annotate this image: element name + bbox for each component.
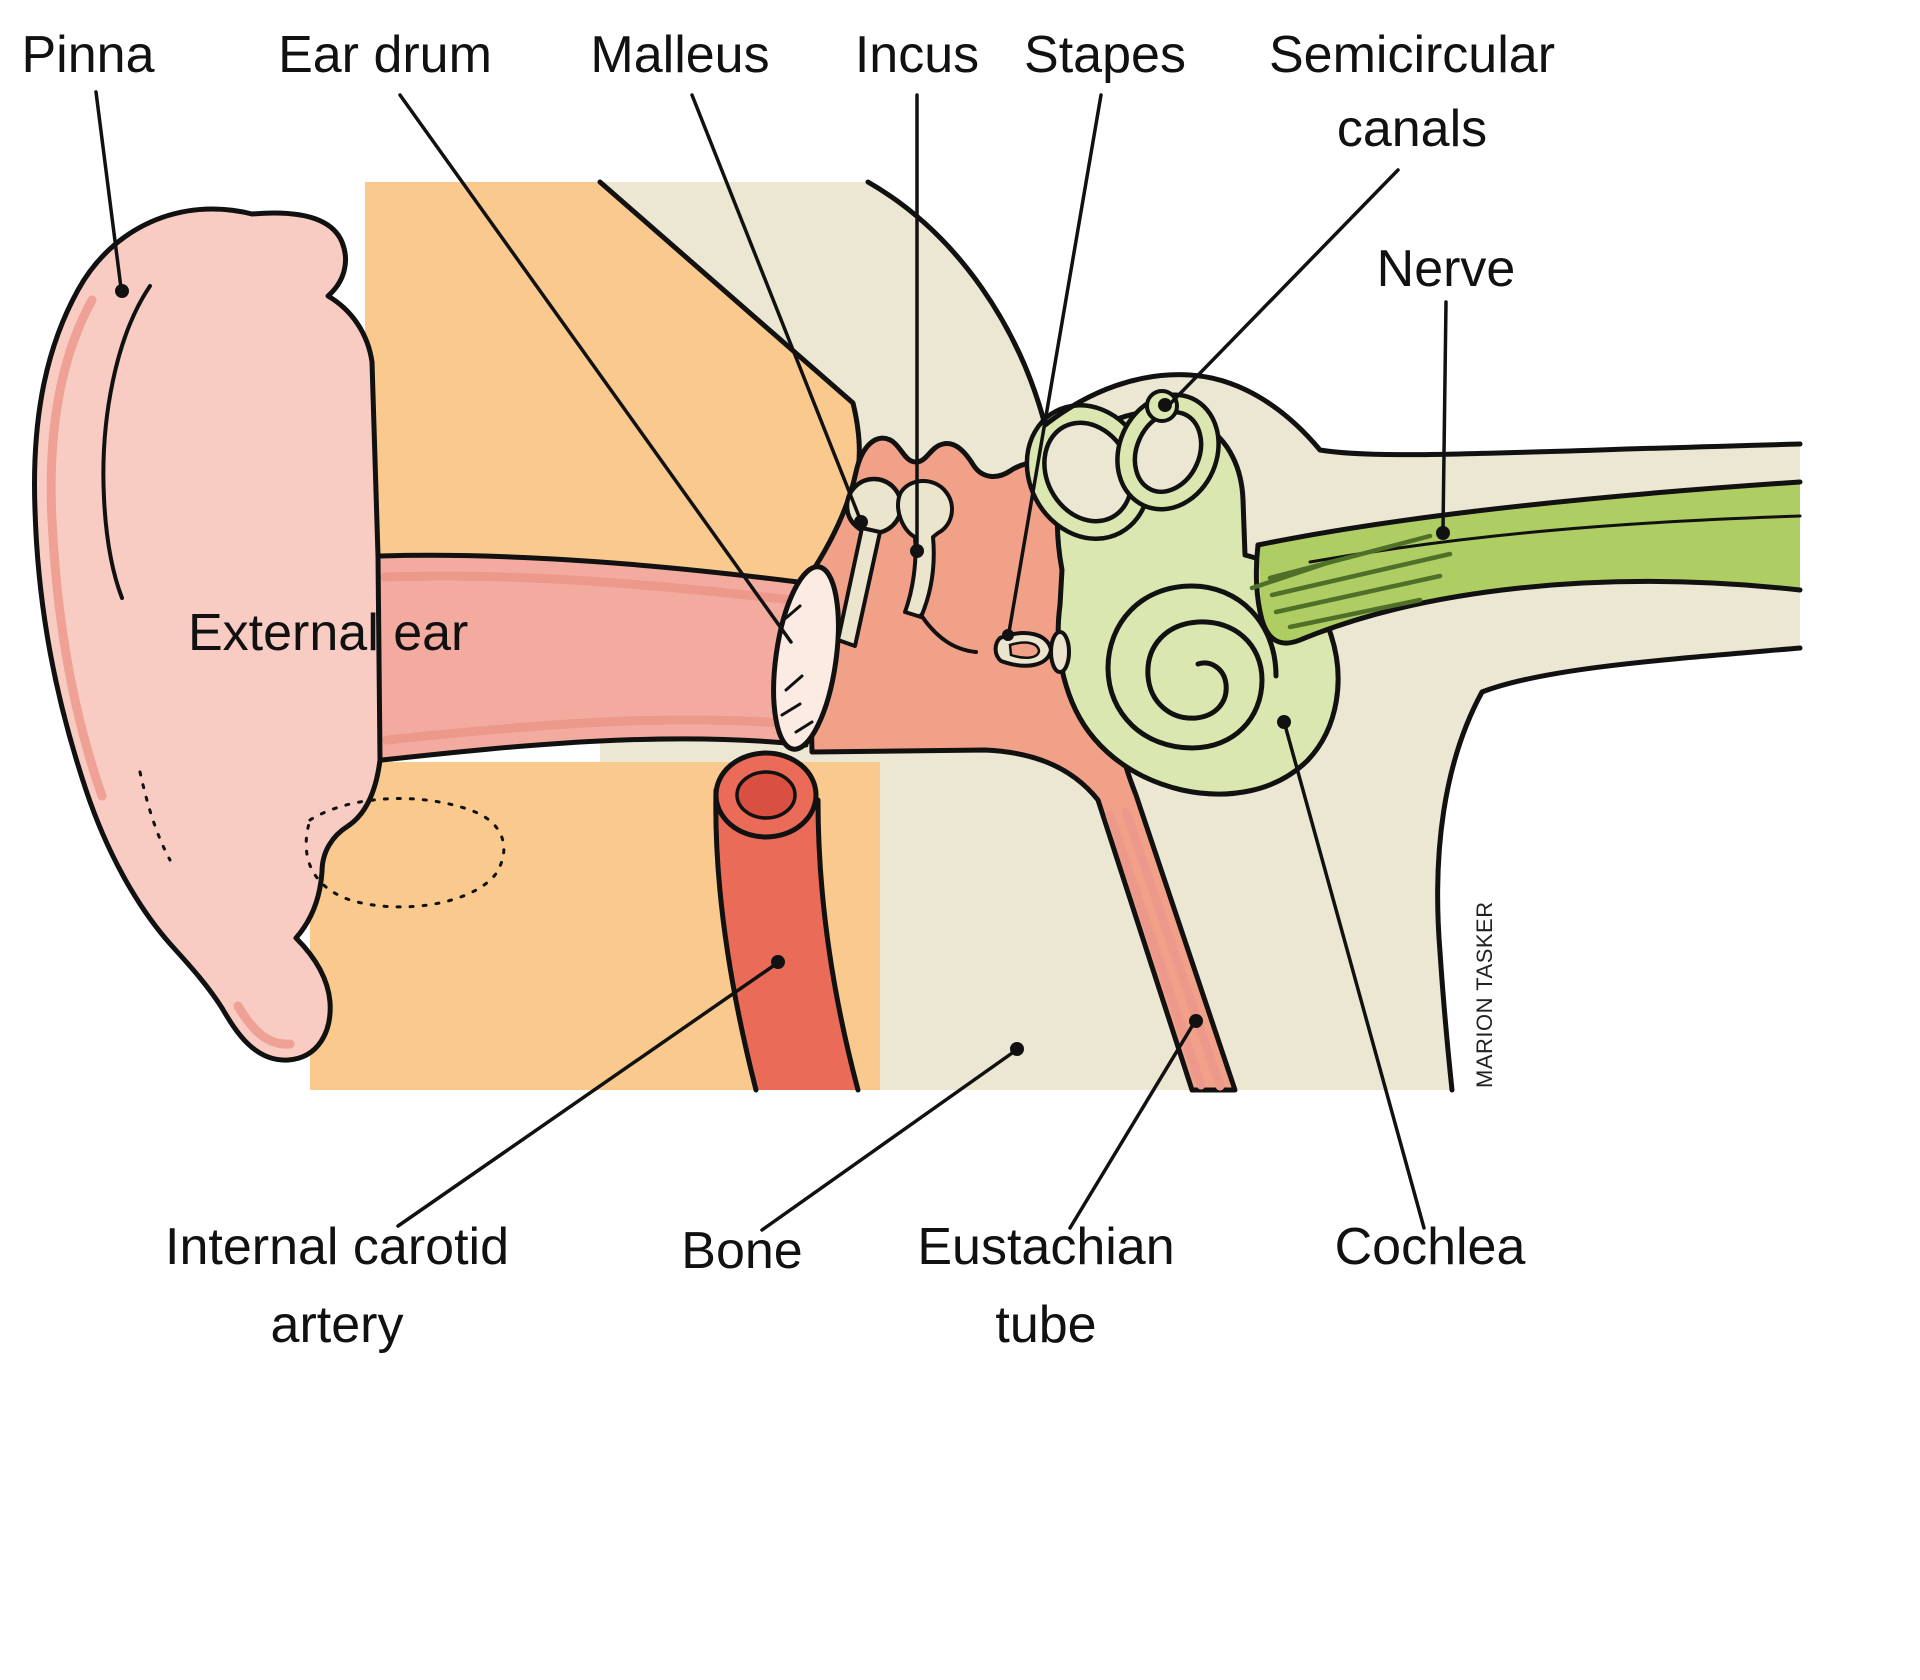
canal-loop-a-hole: [1044, 423, 1132, 521]
label-external-ear: External ear: [188, 604, 468, 662]
stapes-footplate: [1049, 630, 1071, 674]
carotid-artery-right-outline: [815, 797, 861, 1093]
pinna-skin-lining-left: [46, 295, 107, 801]
pinna-skin-lining-lobe: [233, 1001, 295, 1049]
pinna-leader-dot: [115, 284, 129, 298]
soft-tissue-upper: [365, 182, 860, 582]
label-internal-carotid-line2: artery: [271, 1296, 404, 1354]
label-pinna: Pinna: [22, 26, 155, 84]
stapes-leader-dot: [1002, 629, 1014, 641]
ear-canal-lining-bottom: [382, 715, 799, 745]
pinna-leader-line: [94, 90, 123, 290]
label-semicircular-line2: canals: [1337, 100, 1487, 158]
eardrum-leader-line: [398, 93, 793, 644]
canal-loop-b-hole: [1135, 412, 1201, 492]
carotid-leader-dot: [771, 955, 785, 969]
label-nerve: Nerve: [1377, 240, 1516, 298]
label-semicircular-line1: Semicircular: [1269, 26, 1555, 84]
carotid-artery-tube: [715, 790, 858, 1090]
incus-stapes-link: [919, 613, 978, 654]
stapes-hole: [1008, 641, 1041, 660]
label-incus: Incus: [855, 26, 979, 84]
auditory-nerve-bottom-outline: [1253, 542, 1803, 646]
malleus-handle: [836, 526, 882, 648]
bone-leader-dot: [1010, 1042, 1024, 1056]
stapes-leader-line: [1007, 93, 1103, 634]
carotid-artery-left-outline: [713, 787, 759, 1093]
cochlea-spiral: [1105, 583, 1279, 751]
semicircular-canals: [1024, 389, 1221, 541]
eardrum-hatch-lines: [780, 604, 814, 734]
skull-right-outline: [1435, 645, 1803, 1093]
label-internal-carotid-line1: Internal carotid: [165, 1218, 509, 1276]
semicircular-leader-dot: [1158, 398, 1172, 412]
eustachian-lining-left: [1105, 810, 1206, 1090]
illustrator-credit: MARION TASKER: [1472, 901, 1497, 1088]
eustachian-leader-dot: [1189, 1014, 1203, 1028]
ossicles: [836, 476, 1071, 674]
pinna-shape: [32, 206, 383, 1063]
eardrum-shape: [771, 564, 841, 752]
nerve-hatch-lines: [1249, 533, 1453, 630]
label-ear-drum: Ear drum: [278, 26, 492, 84]
label-cochlea: Cochlea: [1335, 1218, 1526, 1276]
bone-leader-line: [760, 1049, 1017, 1232]
carotid-leader-line: [396, 962, 778, 1228]
label-stapes: Stapes: [1024, 26, 1186, 84]
malleus-leader-line: [690, 93, 862, 521]
malleus-leader-dot: [854, 515, 868, 529]
eustachian-leader-line: [1068, 1021, 1196, 1230]
incus-body: [896, 479, 954, 619]
nerve-leader-line: [1441, 300, 1448, 532]
tissue-dotted-outline: [304, 797, 506, 909]
leader-lines: [94, 90, 1450, 1232]
semicircular-leader-line: [1165, 168, 1400, 409]
incus-leader-dot: [910, 544, 924, 558]
label-eustachian-line1: Eustachian: [917, 1218, 1174, 1276]
label-bone: Bone: [681, 1222, 802, 1280]
eustachian-lining-right: [1121, 807, 1225, 1091]
pinna-helix-fold-line: [101, 284, 152, 600]
cochlea-leader-line: [1283, 723, 1426, 1230]
ear-canal-bottom-outline: [379, 736, 809, 763]
skull-top-outline: [865, 179, 1803, 458]
auditory-nerve-top-outline: [1255, 479, 1803, 548]
cochlea-leader-dot: [1277, 715, 1291, 729]
carotid-artery-lumen: [735, 770, 797, 820]
label-malleus: Malleus: [590, 26, 769, 84]
ear-canal: [380, 555, 806, 760]
canal-loop-b-tube: [1119, 397, 1217, 507]
ear-canal-lining-top: [380, 571, 797, 605]
label-eustachian-line2: tube: [995, 1296, 1096, 1354]
nerve-leader-dot: [1436, 526, 1450, 540]
